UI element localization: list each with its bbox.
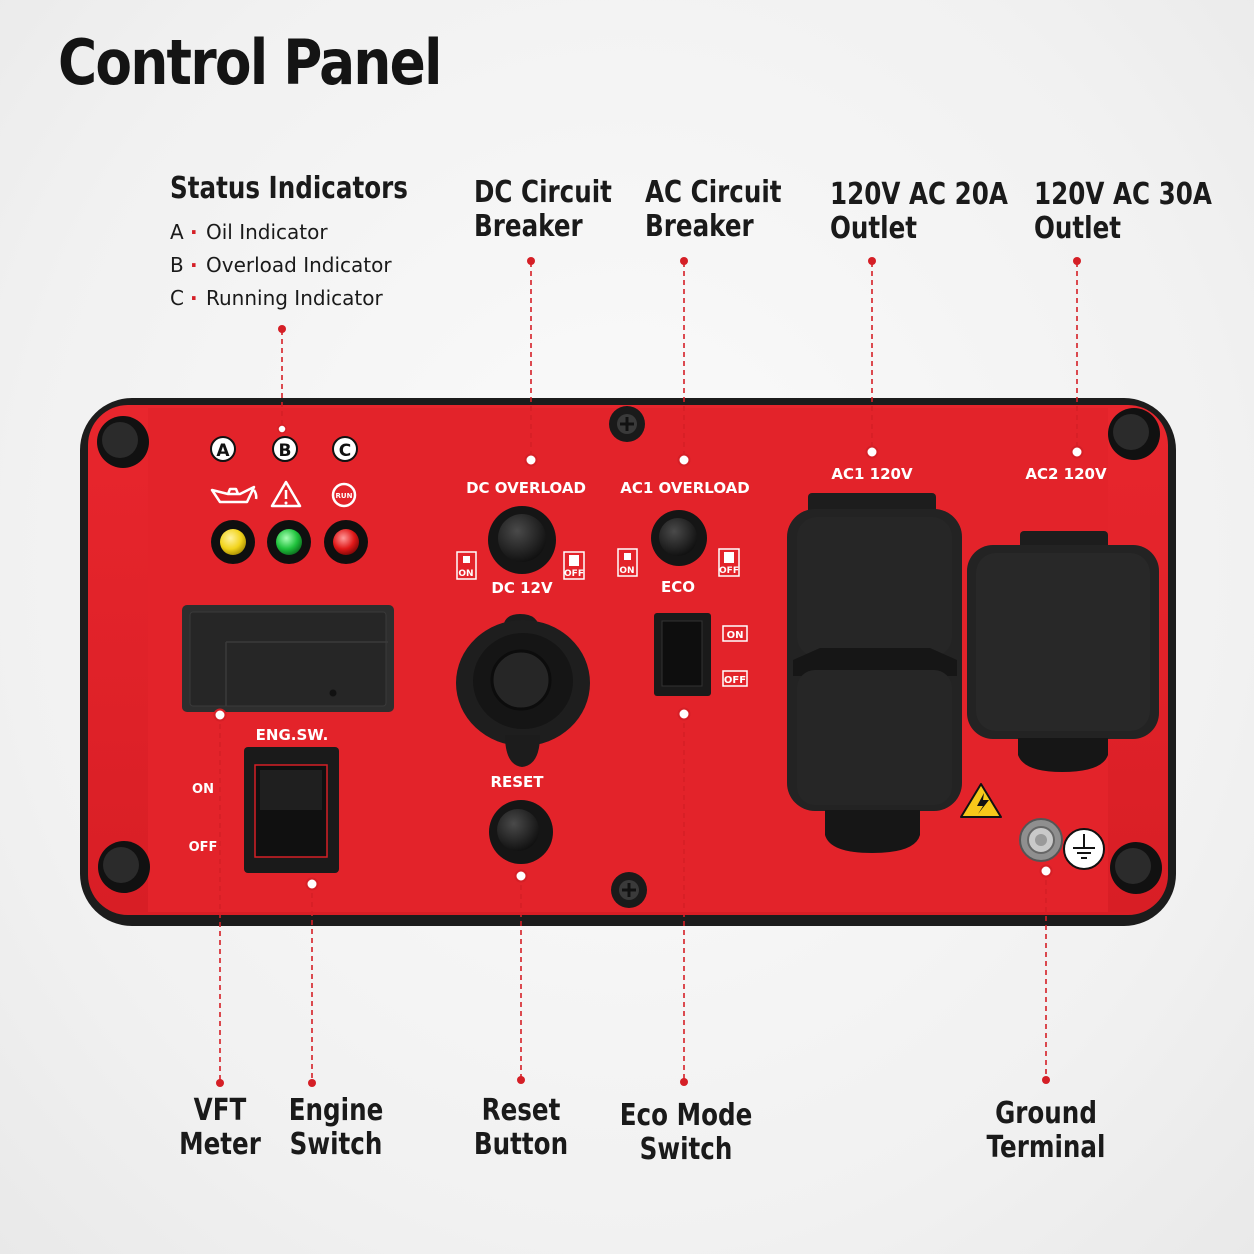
running-icon-label: RUN xyxy=(336,492,353,500)
badge-a: A xyxy=(210,436,236,462)
running-icon: RUN xyxy=(331,482,357,508)
ac-on-text: ON xyxy=(619,566,634,576)
eco-mode-switch[interactable] xyxy=(654,613,711,696)
leader-endpoints xyxy=(213,257,1084,1087)
ac-on-icon: ON xyxy=(617,548,638,577)
ac-off-icon: OFF xyxy=(718,548,740,577)
ac2-outlet-cover[interactable] xyxy=(967,531,1159,772)
eng-on-label: ON xyxy=(192,782,214,797)
eco-on-text: ON xyxy=(727,630,744,641)
leader-lines xyxy=(219,262,1078,1083)
ac-circuit-breaker-button[interactable] xyxy=(651,510,707,566)
corner-bolts xyxy=(97,408,1162,894)
dc-circuit-breaker-button[interactable] xyxy=(488,506,556,574)
ground-symbol-icon xyxy=(1063,828,1105,870)
screw-icon xyxy=(609,406,647,908)
list-item: A·Oil Indicator xyxy=(170,220,328,244)
eco-on-marker: ON xyxy=(722,625,748,642)
engine-switch[interactable] xyxy=(244,747,339,873)
badge-a-label: A xyxy=(216,441,230,461)
ac-off-text: OFF xyxy=(719,566,739,576)
badge-b-label: B xyxy=(279,441,292,461)
eng-off-label: OFF xyxy=(189,840,218,855)
dc-off-text: OFF xyxy=(564,569,584,579)
badge-c: C xyxy=(332,436,358,462)
dc-off-icon: OFF xyxy=(563,551,585,580)
electric-warning-icon xyxy=(960,783,1002,818)
eng-sw-label: ENG.SW. xyxy=(256,726,329,744)
running-indicator-led xyxy=(324,520,368,564)
callout-status-indicators: Status Indicators xyxy=(170,171,408,206)
status-indicator-list: A·Oil Indicator B·Overload Indicator C·R… xyxy=(170,220,392,319)
badge-c-label: C xyxy=(339,441,351,461)
ground-terminal[interactable] xyxy=(1019,818,1063,862)
ac2-label: AC2 120V xyxy=(1025,465,1107,483)
dc-on-text: ON xyxy=(458,569,473,579)
oil-indicator-led xyxy=(211,520,255,564)
reset-button[interactable] xyxy=(489,800,553,864)
eco-off-text: OFF xyxy=(724,675,746,686)
dc-overload-label: DC OVERLOAD xyxy=(466,479,586,497)
list-item: C·Running Indicator xyxy=(170,286,383,310)
warning-icon xyxy=(270,480,302,508)
overload-indicator-led xyxy=(267,520,311,564)
oil-can-icon xyxy=(210,485,258,504)
reset-label: RESET xyxy=(490,773,544,791)
dc-12v-socket[interactable] xyxy=(456,614,590,767)
dc-12v-label: DC 12V xyxy=(491,579,553,597)
list-item: B·Overload Indicator xyxy=(170,253,392,277)
page-title: Control Panel xyxy=(58,26,442,99)
vft-meter-display xyxy=(182,605,394,712)
badge-b: B xyxy=(272,436,298,462)
ac1-label: AC1 120V xyxy=(831,465,913,483)
ac1-outlet-cover[interactable] xyxy=(787,493,962,853)
ac1-overload-label: AC1 OVERLOAD xyxy=(620,479,749,497)
eco-off-marker: OFF xyxy=(722,670,748,687)
dc-on-icon: ON xyxy=(456,551,477,580)
eco-label: ECO xyxy=(661,578,695,596)
